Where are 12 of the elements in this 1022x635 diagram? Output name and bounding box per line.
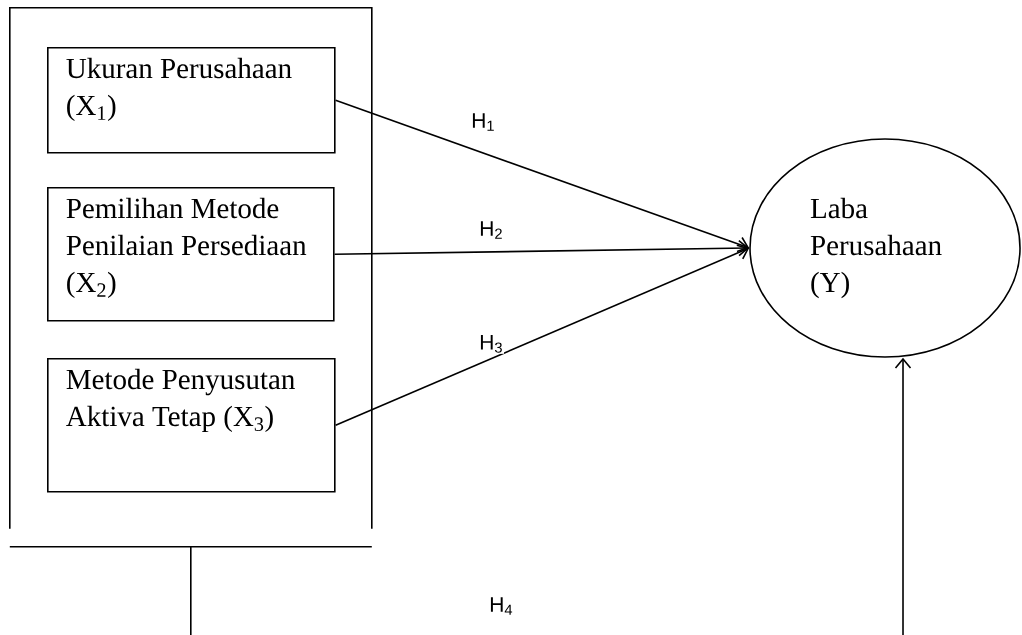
edge-label: H$_{4}$ — [488, 596, 515, 616]
group-frame — [9, 7, 373, 548]
arrow — [334, 99, 750, 253]
edge-label: H$_{3}$ — [478, 334, 505, 354]
variable-box: Pemilihan Metode Penilaian Persediaan (X$_{2}$) — [47, 187, 335, 322]
arrow — [190, 357, 912, 635]
edge-label: H$_{1}$ — [470, 112, 497, 132]
variable-box: Ukuran Perusahaan (X$_{1}$) — [47, 47, 336, 154]
variable-box: Metode Penyusutan Aktiva Tetap (X$_{3}$) — [47, 358, 336, 493]
edge-label: H$_{2}$ — [478, 220, 505, 240]
arrow — [334, 244, 750, 427]
arrow — [333, 239, 750, 257]
